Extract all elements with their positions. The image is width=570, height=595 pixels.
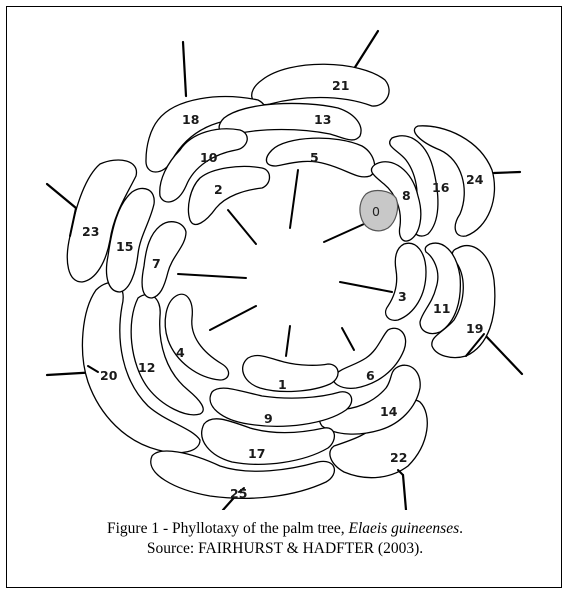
leaf-label-22: 22 [390,450,407,465]
leaf-label-19: 19 [466,321,483,336]
leaf-label-23: 23 [82,224,99,239]
leaf-7 [142,222,186,298]
leaf-label-9: 9 [264,411,273,426]
figure-caption-line-1: Figure 1 - Phyllotaxy of the palm tree, … [0,519,570,539]
leaf-3 [386,243,426,320]
leaf-label-4: 4 [176,345,185,360]
caption-species: Elaeis guineenses [348,520,459,537]
leaf-label-20: 20 [100,368,118,383]
leaf-label-14: 14 [380,404,398,419]
leaf-label-12: 12 [138,360,155,375]
caption-prefix: Figure 1 - Phyllotaxy of the palm tree, [107,520,349,537]
phyllotaxy-diagram: 0 1 2 3 4 5 6 7 8 9 10 11 12 13 14 15 16… [0,0,570,510]
leaf-label-17: 17 [248,446,265,461]
leaf-1 [243,355,338,391]
figure-caption-source: Source: FAIRHURST & HADFTER (2003). [0,539,570,559]
leaf-label-10: 10 [200,150,218,165]
leaf-label-6: 6 [366,368,375,383]
leaf-label-1: 1 [278,377,287,392]
leaf-outlines [67,64,495,498]
leaf-label-0: 0 [372,204,380,219]
leaf-4 [165,294,228,380]
leaf-label-16: 16 [432,180,450,195]
leaf-label-11: 11 [433,301,450,316]
leaf-21 [252,64,389,106]
leaf-label-7: 7 [152,256,161,271]
leaf-label-15: 15 [116,239,133,254]
leaf-2 [188,166,269,224]
leaf-label-25: 25 [230,486,247,501]
leaf-label-8: 8 [402,188,411,203]
leaf-label-5: 5 [310,150,319,165]
leaf-label-13: 13 [314,112,331,127]
leaf-label-3: 3 [398,289,407,304]
leaf-label-21: 21 [332,78,349,93]
leaf-label-2: 2 [214,182,223,197]
leaf-label-18: 18 [182,112,199,127]
leaf-5 [266,138,374,177]
caption-suffix: . [459,520,463,537]
leaf-label-24: 24 [466,172,484,187]
